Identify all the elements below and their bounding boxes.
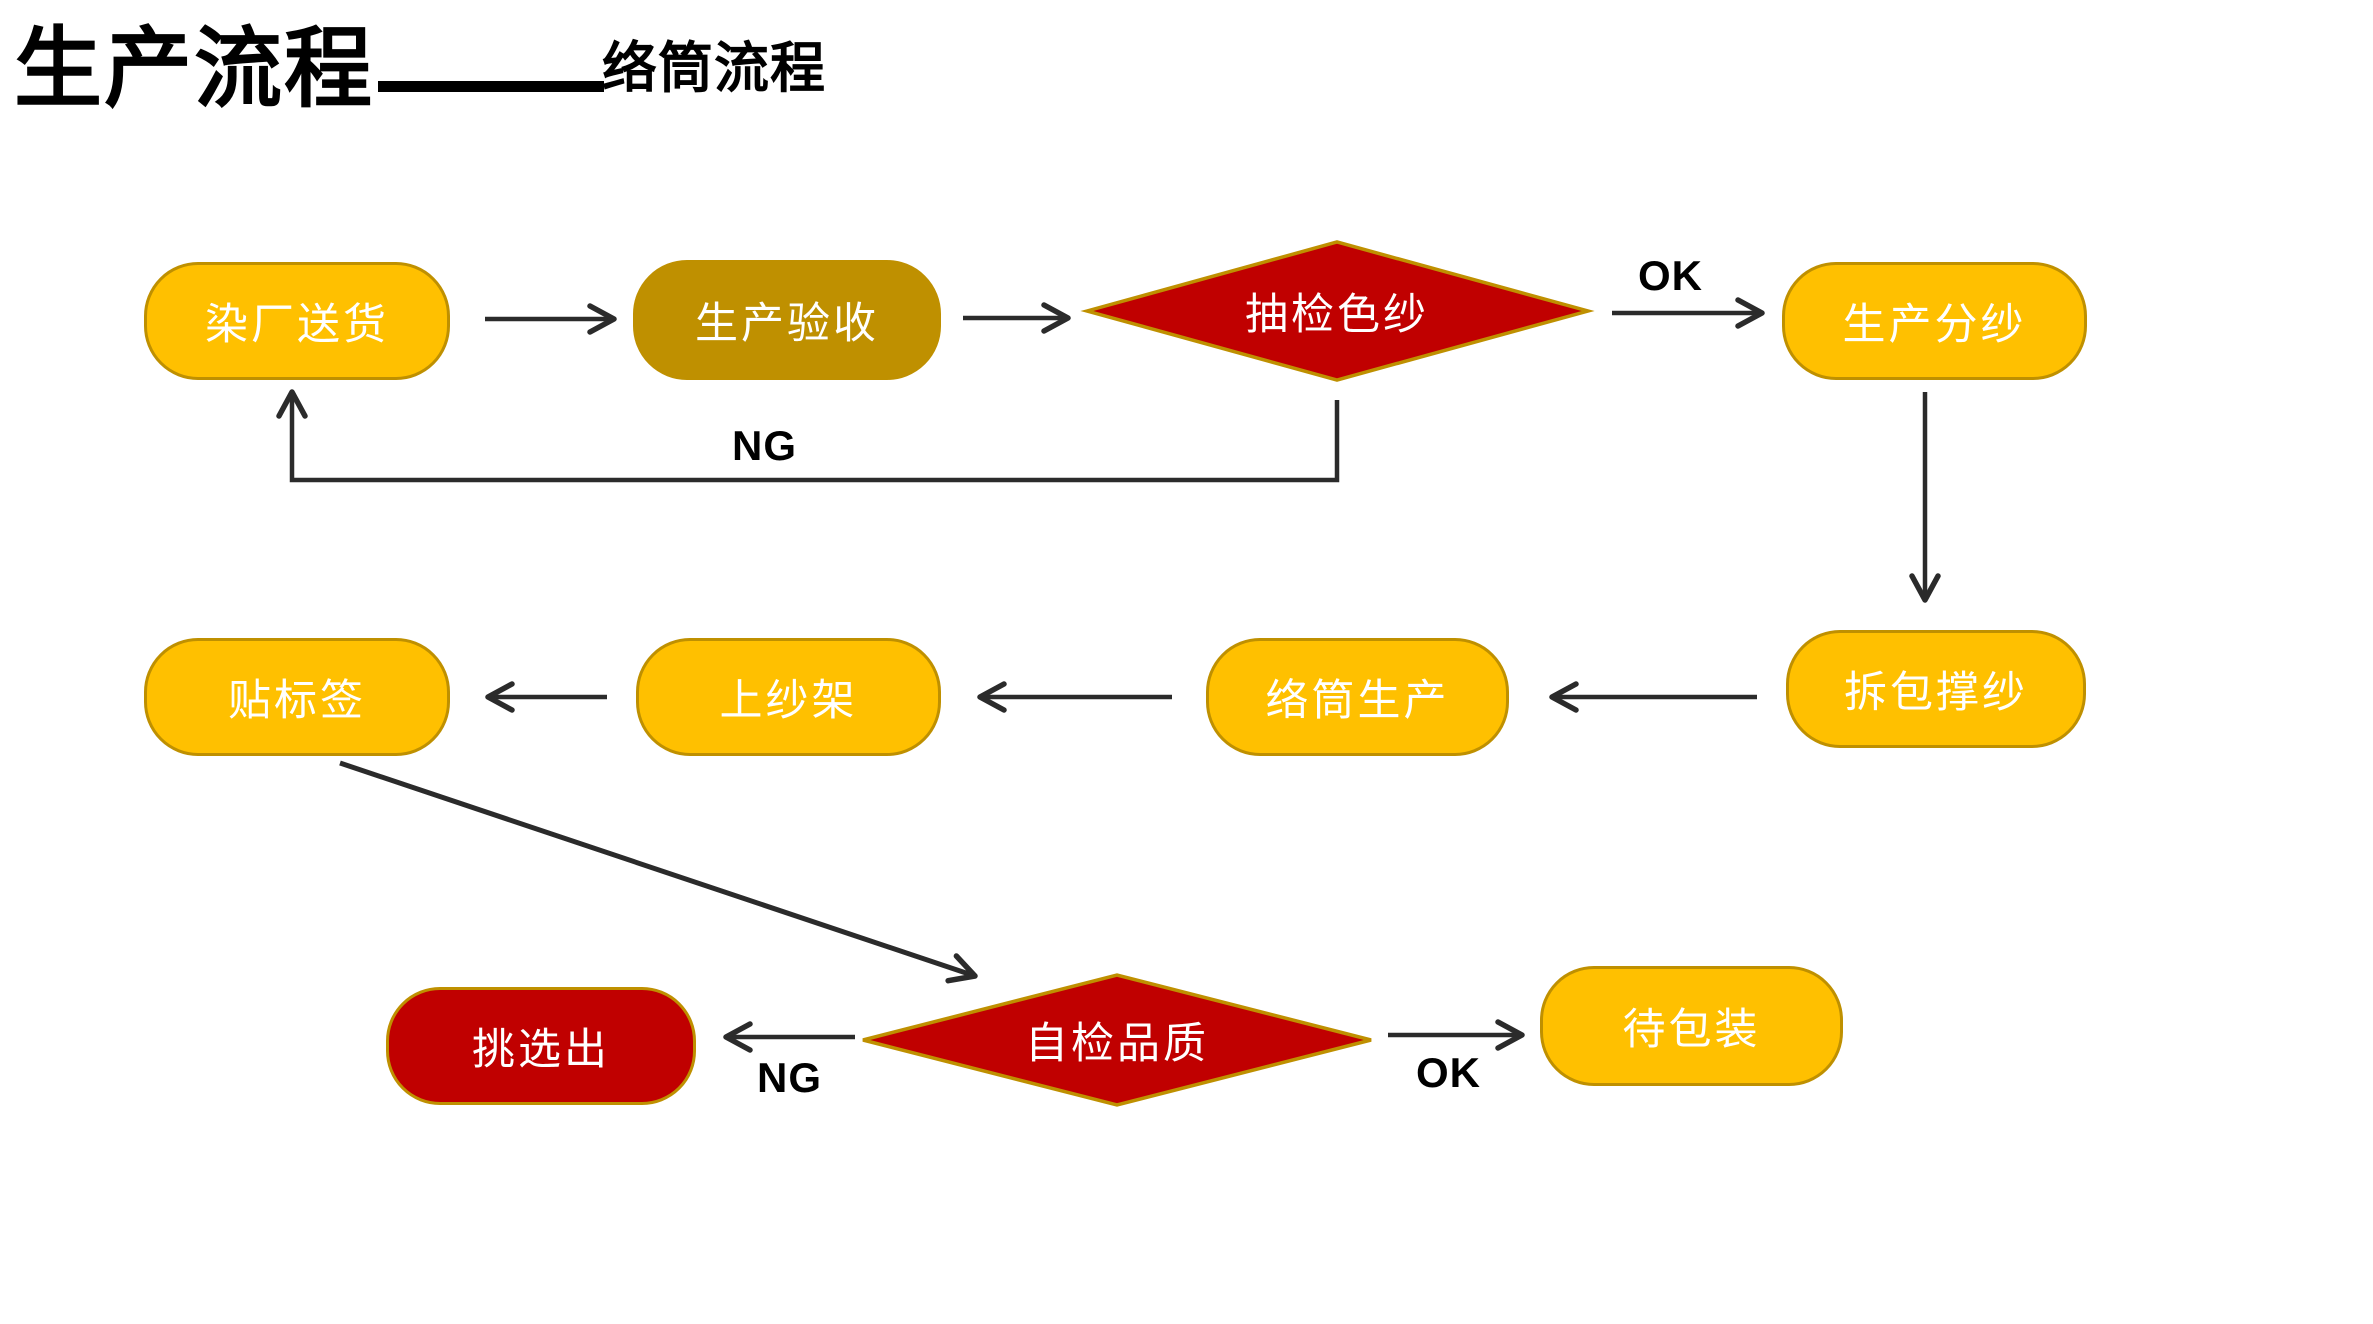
- edge-label-ng-top: NG: [732, 422, 797, 469]
- node-labeling: 贴标签: [144, 638, 450, 756]
- node-dye-delivery: 染厂送货: [144, 262, 450, 380]
- node-winding-production: 络筒生产: [1206, 638, 1509, 756]
- node-unpack-stretch: 拆包撑纱: [1786, 630, 2086, 748]
- node-self-inspection-label: 自检品质: [1025, 1020, 1209, 1068]
- node-creel-loading: 上纱架: [636, 638, 941, 756]
- spot-check-diamond: [1080, 240, 1595, 382]
- arrow-labeling-to-inspection: [339, 760, 978, 984]
- page-title: 生产流程 络筒流程: [14, 18, 826, 128]
- edge-label-ok-bottom: OK: [1416, 1049, 1481, 1096]
- title-dash: [378, 81, 605, 92]
- title-sub: 络筒流程: [602, 35, 827, 100]
- self-inspection-diamond: [862, 973, 1372, 1107]
- node-yarn-splitting: 生产分纱: [1782, 262, 2087, 380]
- edge-label-ng-bottom: NG: [757, 1054, 822, 1101]
- node-pick-out: 挑选出: [386, 987, 696, 1105]
- arrow-ng-return-to-dye-delivery: [276, 389, 1340, 483]
- node-production-acceptance: 生产验收: [633, 260, 941, 380]
- node-spot-check-label: 抽检色纱: [1245, 291, 1429, 339]
- title-main: 生产流程: [14, 16, 375, 120]
- node-await-packing: 待包装: [1540, 966, 1843, 1086]
- edge-label-ok-top: OK: [1638, 252, 1703, 299]
